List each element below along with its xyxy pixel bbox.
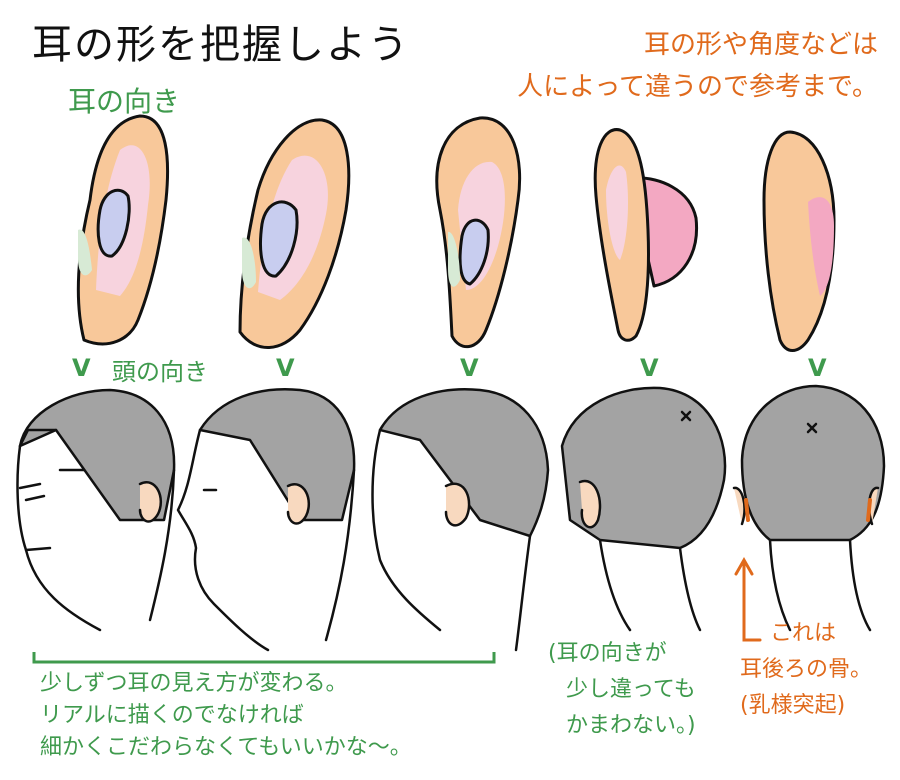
- head-illustration-2: [176, 388, 356, 652]
- caption-right-line-3: (乳様突起): [740, 693, 846, 718]
- head-range-bracket: [32, 652, 496, 664]
- down-arrow-5: V: [808, 354, 827, 382]
- note-line-1: 耳の形や角度などは: [643, 30, 878, 60]
- mastoid-pointer-arrow: [734, 556, 762, 642]
- caption-left: 少しずつ耳の見え方が変わる。 リアルに描くのでなければ 細かくこだわらなくてもい…: [40, 668, 412, 764]
- ear-illustration-4: [593, 128, 699, 342]
- head-illustration-1: [16, 388, 176, 632]
- ear-illustration-2: [238, 118, 351, 349]
- caption-middle-line-3: かまわない。): [566, 713, 696, 738]
- down-arrow-3: V: [460, 354, 479, 382]
- caption-middle-line-1: (耳の向きが: [548, 641, 667, 666]
- ear-illustration-3: [435, 116, 522, 348]
- head-illustration-5: [732, 384, 886, 632]
- caption-left-line-1: 少しずつ耳の見え方が変わる。: [40, 671, 348, 696]
- ear-illustration-5: [762, 130, 836, 352]
- caption-left-line-3: 細かくこだわらなくてもいいかな〜。: [40, 735, 412, 760]
- caption-right: これは 耳後ろの骨。 (乳様突起): [740, 616, 872, 724]
- head-illustration-3: [371, 388, 550, 652]
- head-illustration-4: [560, 386, 727, 632]
- ear-direction-label: 耳の向き: [68, 85, 181, 118]
- ear-illustration-1: [76, 114, 170, 346]
- down-arrow-2: V: [276, 354, 295, 382]
- note-line-2: 人によって違うので参考まで。: [517, 72, 878, 102]
- down-arrow-1: V: [72, 354, 91, 382]
- head-direction-label: 頭の向き: [112, 358, 208, 386]
- caption-middle: (耳の向きが 少し違っても かまわない。): [548, 636, 696, 744]
- note-text: 耳の形や角度などは 人によって違うので参考まで。: [517, 24, 878, 108]
- page-title: 耳の形を把握しよう: [32, 22, 410, 68]
- caption-left-line-2: リアルに描くのでなければ: [40, 703, 304, 728]
- caption-middle-line-2: 少し違っても: [566, 677, 696, 702]
- caption-right-line-2: 耳後ろの骨。: [740, 657, 873, 682]
- down-arrow-4: V: [640, 354, 659, 382]
- caption-right-line-1: これは: [770, 621, 837, 646]
